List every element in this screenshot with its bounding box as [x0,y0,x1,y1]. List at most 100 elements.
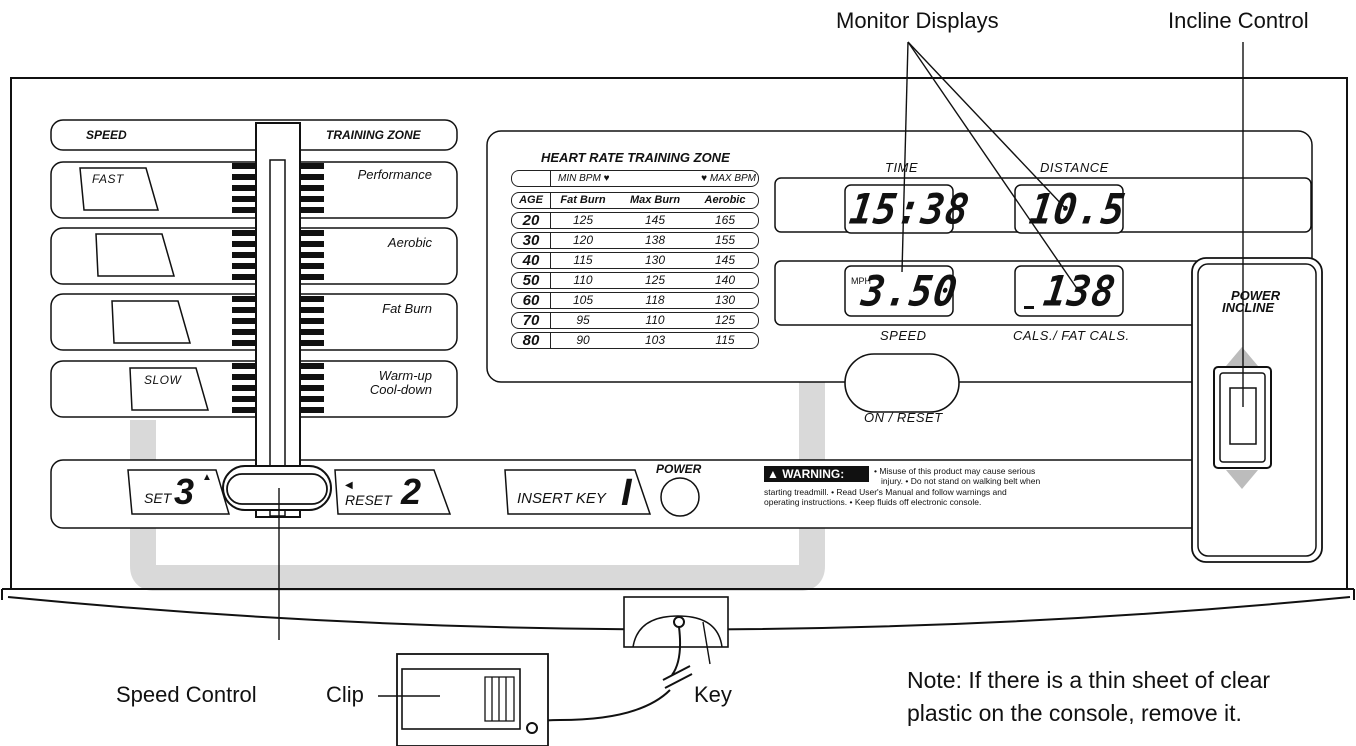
hr-fat-burn: 105 [572,293,594,307]
mph-label: MPH [851,276,871,286]
zone-performance: Performance [357,167,432,182]
set-number: 3 [174,471,195,512]
hr-max-burn: 138 [644,233,666,247]
min-bpm-label: MIN BPM [558,173,601,184]
hr-age: 40 [512,253,551,268]
time-display: 15:38 [846,184,973,234]
hr-max-burn: 130 [644,253,666,267]
zone-aerobic: Aerobic [387,235,432,250]
distance-label: DISTANCE [1040,160,1109,175]
hr-row-30: 30 120 138 155 [511,232,759,249]
speed-slider-knob[interactable] [223,466,331,510]
power-button[interactable] [661,478,699,516]
hr-header-fat-burn: Fat Burn [560,194,606,206]
insert-key-label: INSERT KEY [517,490,606,507]
time-label: TIME [885,160,919,175]
power-incline-label-2: INCLINE [1222,300,1274,315]
speed-display: 3.50 [858,266,961,316]
hr-row-20: 20 125 145 165 [511,212,759,229]
speed-button-slow[interactable]: SLOW [144,373,182,387]
hr-header-max-burn: Max Burn [629,194,681,206]
zone-warm-up: Warm-up [378,368,432,383]
hr-row-50: 50 110 125 140 [511,272,759,289]
speed-header: SPEED [86,128,127,142]
hr-aerobic: 145 [714,253,736,267]
note-line-2: plastic on the console, remove it. [907,700,1242,726]
power-button-shape [660,477,700,517]
hr-table-title: HEART RATE TRAINING ZONE [541,150,730,165]
hr-age: 70 [512,313,551,328]
hr-max-burn: 118 [645,293,665,307]
hr-max-burn: 103 [644,333,666,347]
hr-age: 50 [512,273,551,288]
warning-line-2: injury. • Do not stand on walking belt w… [881,476,1041,486]
slider-ticks [232,163,324,413]
hr-aerobic: 130 [714,293,736,307]
incline-up-arrow [1226,347,1258,366]
hr-fat-burn: 90 [576,333,590,347]
console-bottom-trim [1,588,1355,600]
incline-down-arrow [1226,470,1258,489]
insert-key-slot[interactable]: INSERT KEY I [505,470,650,514]
heart-icon-min: ♥ [603,173,610,184]
hr-bpm-row: MIN BPM ♥ ♥ MAX BPM [511,170,759,187]
calories-label: CALS./ FAT CALS. [1013,328,1130,343]
hr-aerobic: 140 [714,273,736,287]
hr-age: 80 [512,333,551,348]
hr-row-40: 40 115 130 145 [511,252,759,269]
hr-aerobic: 115 [715,333,735,347]
hr-age: 60 [512,293,551,308]
clip-callout: Clip [326,682,364,707]
hr-age: 30 [512,233,551,248]
on-reset-button[interactable] [845,354,959,412]
reset-left-arrow-icon: ◀ [345,480,353,491]
distance-display: 10.5 [1026,184,1129,234]
warning-triangle-icon: ▲ [767,467,779,481]
hr-aerobic: 165 [714,213,736,227]
heart-icon-max: ♥ [701,173,708,184]
max-bpm-label: MAX BPM [709,173,756,184]
hr-max-burn: 145 [644,213,666,227]
hr-aerobic: 155 [714,233,736,247]
gray-track [130,240,825,591]
warning-line-4: operating instructions. • Keep fluids of… [764,497,982,507]
zone-cool-down: Cool-down [369,382,432,397]
calories-display: 138 [1040,266,1120,316]
hr-max-burn: 110 [645,313,665,327]
set-button[interactable]: SET 3 ▲ [128,470,228,514]
hr-header-age: AGE [512,193,551,208]
on-reset-button-shape [844,353,960,413]
speed-button-fast[interactable]: FAST [92,172,124,186]
hr-fat-burn: 125 [572,213,594,227]
reset-label: RESET [345,492,392,508]
power-incline-label-1: POWER [1231,288,1281,303]
key-cord-knob [673,616,685,628]
set-up-arrow-icon: ▲ [202,472,212,483]
training-zone-header: TRAINING ZONE [326,128,421,142]
insert-key-number: I [621,472,632,514]
fat-cals-indicator [1024,306,1034,309]
monitor-displays-callout: Monitor Displays [836,8,999,33]
set-label: SET [144,490,172,506]
warning-label: WARNING: [782,467,845,481]
key-cord [536,626,693,727]
hr-row-60: 60 105 118 130 [511,292,759,309]
hr-row-70: 70 95 110 125 [511,312,759,329]
hr-fat-burn: 120 [572,233,594,247]
hr-fat-burn: 110 [573,273,593,287]
on-reset-label: ON / RESET [864,410,943,425]
hr-fat-burn: 95 [576,313,590,327]
note-line-1: Note: If there is a thin sheet of clear [907,667,1271,693]
speed-label: SPEED [880,328,927,343]
warning-line-1: • Misuse of this product may cause serio… [874,466,1036,476]
warning-badge: ▲ WARNING: [764,466,869,482]
warning-line-3: starting treadmill. • Read User's Manual… [764,487,1007,497]
hr-fat-burn: 115 [573,253,593,267]
incline-rocker-switch[interactable] [1214,367,1271,468]
key-callout: Key [694,682,732,707]
hr-aerobic: 125 [714,313,736,327]
reset-button[interactable]: ◀ RESET 2 [335,470,450,514]
hr-header-aerobic: Aerobic [704,194,746,206]
power-label: POWER [656,462,702,476]
